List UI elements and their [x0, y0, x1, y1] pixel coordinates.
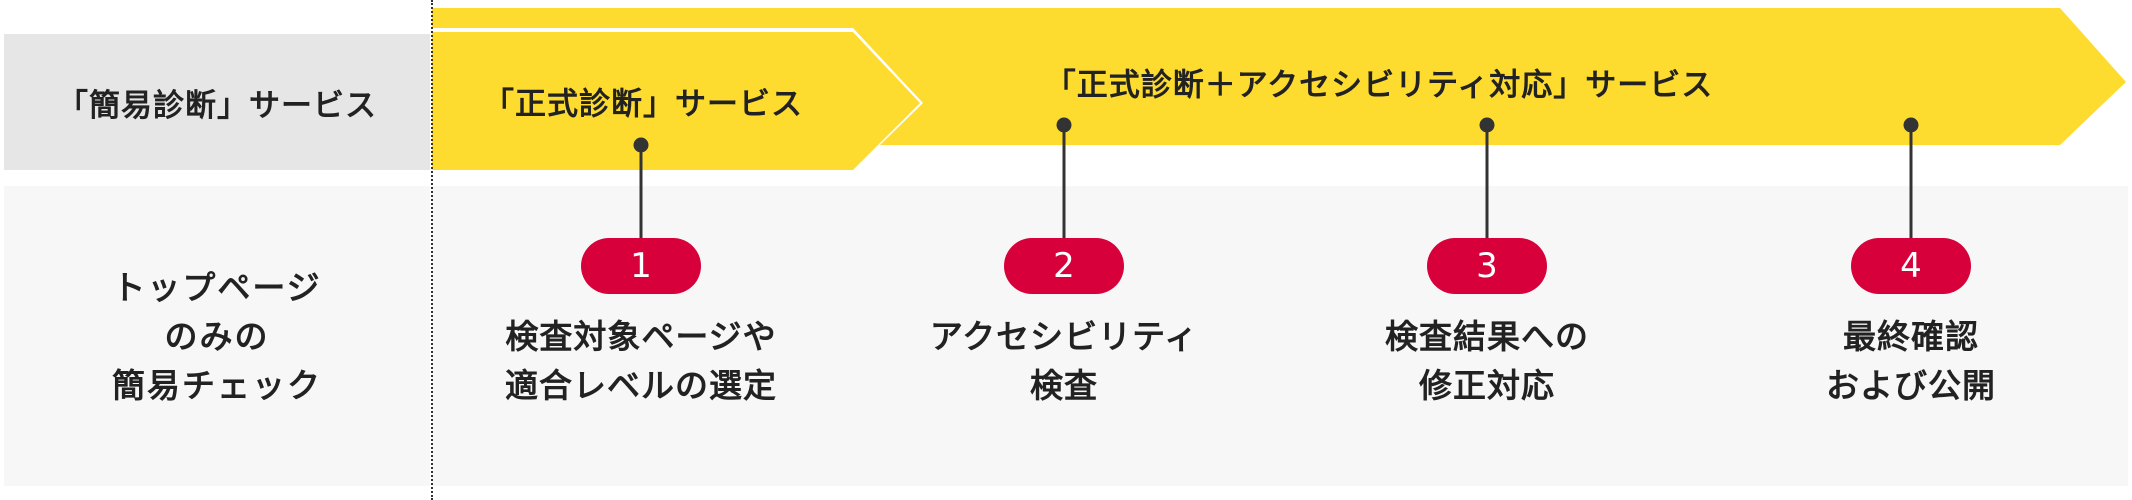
- step-2-line-2: 検査: [1030, 366, 1098, 405]
- formal-plus-service-arrow: [432, 8, 2126, 145]
- step-1-line-1: 検査対象ページや: [505, 317, 777, 356]
- quick-step-line-3: 簡易チェック: [112, 365, 322, 405]
- step-text-1: 検査対象ページや 適合レベルの選定: [451, 312, 831, 410]
- quick-service-step: トップページ のみの 簡易チェック: [4, 186, 430, 486]
- connector-lines: [633, 117, 1919, 238]
- connector-dot-1: [633, 137, 649, 153]
- connector-dot-4: [1903, 117, 1919, 133]
- step-3-line-1: 検査結果への: [1385, 317, 1589, 356]
- step-3-line-2: 修正対応: [1419, 366, 1555, 405]
- step-badge-1: 1: [581, 238, 701, 294]
- formal-service-label: 「正式診断」サービス: [483, 86, 803, 123]
- step-badge-2: 2: [1004, 238, 1124, 294]
- step-4-line-2: および公開: [1826, 366, 1996, 405]
- formal-plus-service-label: 「正式診断＋アクセシビリティ対応」サービス: [1044, 67, 1714, 104]
- step-badge-3: 3: [1427, 238, 1547, 294]
- step-2-line-1: アクセシビリティ: [929, 317, 1199, 356]
- formal-service-arrow: [432, 32, 920, 170]
- step-badge-4: 4: [1851, 238, 1971, 294]
- step-1-line-2: 適合レベルの選定: [505, 366, 777, 405]
- step-4-line-1: 最終確認: [1843, 317, 1979, 356]
- service-divider: [431, 0, 433, 500]
- quick-step-line-2: のみの: [164, 316, 270, 356]
- step-text-3: 検査結果への 修正対応: [1297, 312, 1677, 410]
- connector-dot-3: [1479, 117, 1495, 133]
- quick-step-line-1: トップページ: [112, 267, 322, 307]
- step-text-2: アクセシビリティ 検査: [874, 312, 1254, 410]
- quick-service-label: 「簡易診断」サービス: [4, 34, 430, 170]
- formal-steps-panel: [432, 186, 2128, 486]
- connector-dot-2: [1056, 117, 1072, 133]
- step-text-4: 最終確認 および公開: [1721, 312, 2101, 410]
